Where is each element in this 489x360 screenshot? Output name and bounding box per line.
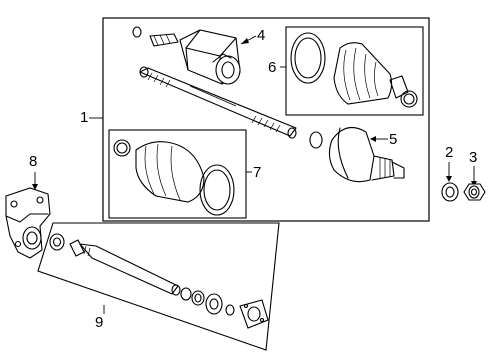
outer-boot-kit-box [285,26,424,116]
support-bracket [5,187,51,259]
assembly-frame [102,17,430,222]
halfshaft [139,66,297,139]
outer-boot-kit [290,32,418,108]
arrow-5 [370,136,376,142]
callout-4: 4 [257,27,266,44]
callout-6: 6 [268,59,277,76]
callout-1: 1 [80,109,89,126]
callout-2: 2 [445,144,454,161]
intermediate-shaft-frame [37,222,280,351]
arrow-4 [241,38,249,44]
outer-cv-joint [309,126,405,183]
callout-8: 8 [29,153,38,170]
inner-boot-kit-box [108,129,247,219]
intermediate-shaft [49,233,269,329]
hub-nut [463,183,486,201]
arrow-8 [32,184,38,190]
callout-5: 5 [389,131,398,148]
callout-7: 7 [253,164,262,181]
callout-9: 9 [95,314,104,331]
inner-boot-kit [113,139,235,216]
arrow-2 [446,176,452,182]
washer [441,182,459,202]
callout-3: 3 [469,149,478,166]
inner-joint-housing [132,26,241,85]
